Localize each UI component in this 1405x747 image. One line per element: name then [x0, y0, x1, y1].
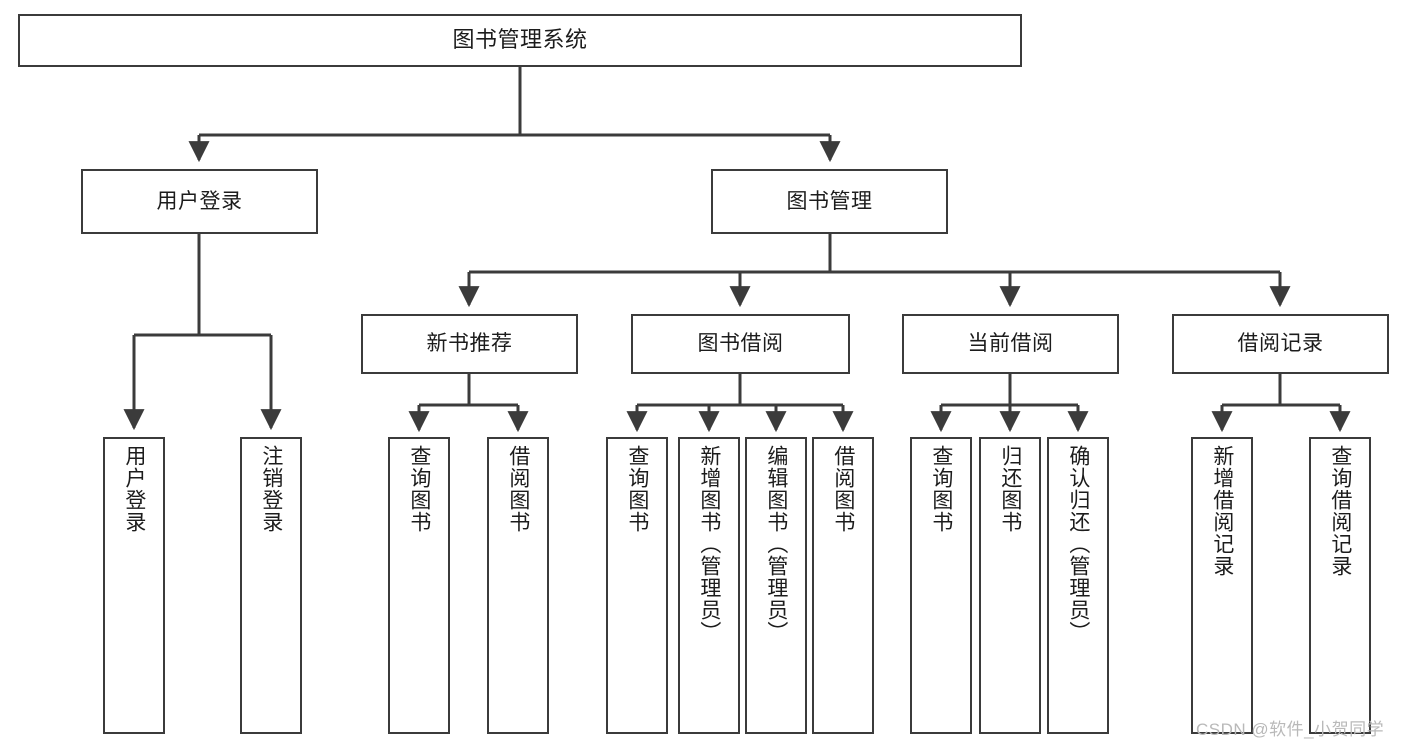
leaf-return-book[interactable]: 归还图书 — [979, 437, 1041, 734]
node-label: 图书管理 — [786, 189, 873, 213]
node-label: 查询图书 — [625, 445, 649, 533]
node-label: 用户登录 — [122, 445, 146, 533]
leaf-add-borrow-record[interactable]: 新增借阅记录 — [1191, 437, 1253, 734]
node-current-borrow[interactable]: 当前借阅 — [902, 314, 1119, 374]
node-label: 用户登录 — [156, 189, 243, 213]
node-label: 查询借阅记录 — [1328, 445, 1352, 577]
node-user-login[interactable]: 用户登录 — [81, 169, 318, 234]
leaf-borrow-book-recommend[interactable]: 借阅图书 — [487, 437, 549, 734]
leaf-add-book-admin[interactable]: 新增图书（管理员） — [678, 437, 740, 734]
node-label: 新书推荐 — [426, 332, 513, 356]
node-label: 编辑图书（管理员） — [764, 445, 788, 643]
leaf-query-book-current[interactable]: 查询图书 — [910, 437, 972, 734]
leaf-borrow-book[interactable]: 借阅图书 — [812, 437, 874, 734]
leaf-user-logout[interactable]: 注销登录 — [240, 437, 302, 734]
node-label: 图书管理系统 — [452, 27, 588, 53]
node-book-borrow[interactable]: 图书借阅 — [631, 314, 850, 374]
leaf-user-login[interactable]: 用户登录 — [103, 437, 165, 734]
node-label: 新增借阅记录 — [1210, 445, 1234, 577]
node-borrow-records[interactable]: 借阅记录 — [1172, 314, 1389, 374]
node-label: 借阅图书 — [831, 445, 855, 533]
node-root-system[interactable]: 图书管理系统 — [18, 14, 1022, 67]
node-label: 图书借阅 — [697, 332, 784, 356]
leaf-confirm-return-admin[interactable]: 确认归还（管理员） — [1047, 437, 1109, 734]
node-label: 当前借阅 — [967, 332, 1054, 356]
node-label: 归还图书 — [998, 445, 1022, 533]
node-book-management[interactable]: 图书管理 — [711, 169, 948, 234]
leaf-query-borrow-record[interactable]: 查询借阅记录 — [1309, 437, 1371, 734]
node-label: 注销登录 — [259, 445, 283, 533]
watermark: CSDN @软件_小贺同学 — [1196, 720, 1385, 739]
node-label: 确认归还（管理员） — [1066, 445, 1090, 643]
node-label: 借阅记录 — [1237, 332, 1324, 356]
node-label: 新增图书（管理员） — [697, 445, 721, 643]
node-new-book-recommend[interactable]: 新书推荐 — [361, 314, 578, 374]
node-label: 借阅图书 — [506, 445, 530, 533]
leaf-query-book[interactable]: 查询图书 — [606, 437, 668, 734]
node-label: 查询图书 — [929, 445, 953, 533]
leaf-edit-book-admin[interactable]: 编辑图书（管理员） — [745, 437, 807, 734]
leaf-query-book-recommend[interactable]: 查询图书 — [388, 437, 450, 734]
node-label: 查询图书 — [407, 445, 431, 533]
